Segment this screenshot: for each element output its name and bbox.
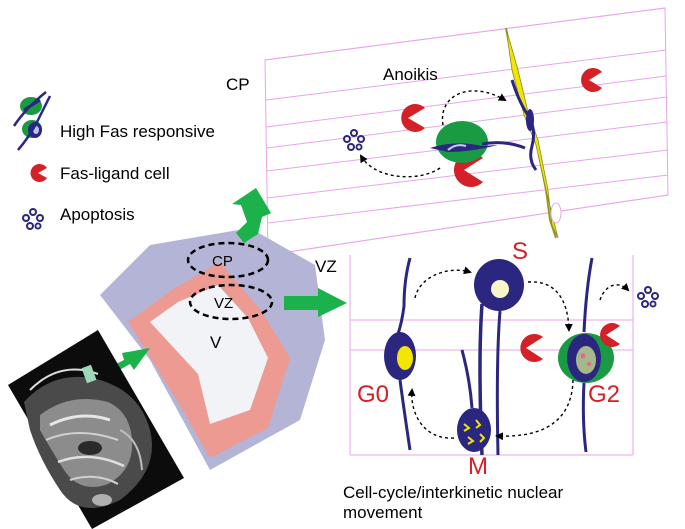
radial-glia-fiber xyxy=(505,27,562,239)
phase-g2-label: G2 xyxy=(588,381,620,408)
phase-g0-label: G0 xyxy=(357,381,389,408)
brain-cp-label: CP xyxy=(212,253,233,270)
brain-cp-region-outline xyxy=(186,241,270,279)
g2-to-apoptosis-arrow xyxy=(599,282,630,301)
cycle-arrow-g0-to-s xyxy=(414,266,472,299)
phase-m-label: M xyxy=(468,453,488,480)
anoikis-arrow-top xyxy=(441,90,507,126)
phase-s-label: S xyxy=(512,238,528,265)
fas-ligand-cell xyxy=(401,104,425,133)
legend-fas-ligand-label: Fas-ligand cell xyxy=(60,164,170,183)
arrow-to-vz-panel xyxy=(284,288,347,317)
arrow-to-cp-panel xyxy=(232,188,271,243)
legend-high-fas-label: High Fas responsive xyxy=(60,122,215,141)
brain-schematic: CP VZ V xyxy=(100,228,325,470)
cycle-arrow-s-to-g2 xyxy=(527,281,573,332)
legend: High Fas responsive Fas-ligand cell Apop… xyxy=(12,91,215,230)
fas-ligand-cell xyxy=(520,334,543,362)
high-fas-cell xyxy=(430,121,526,163)
g0-cell xyxy=(384,257,416,451)
g2-cell xyxy=(558,257,614,453)
fas-ligand-icon xyxy=(30,164,47,182)
anoikis-title: Anoikis xyxy=(383,65,438,84)
cycle-arrow-m-to-g0 xyxy=(407,388,455,439)
anoikis-arrow-bottom xyxy=(359,154,441,178)
apoptotic-cell xyxy=(637,286,659,308)
vz-zone-label: VZ xyxy=(315,257,337,276)
cp-panel: CP Anoikis xyxy=(226,7,669,256)
cycle-arrow-g2-to-m xyxy=(495,379,574,441)
fas-ligand-cell xyxy=(581,68,602,93)
brain-vz-region-outline xyxy=(188,283,274,321)
vz-panel: VZ G0 S M xyxy=(315,238,659,522)
brain-v-label: V xyxy=(210,333,222,352)
fas-ligand-cell xyxy=(600,322,620,347)
high-fas-cell-icon xyxy=(12,91,52,151)
brain-vz-label: VZ xyxy=(214,295,233,312)
mri-section-image xyxy=(8,330,184,529)
legend-apoptosis-label: Apoptosis xyxy=(60,205,135,224)
apoptosis-icon xyxy=(22,208,44,230)
cp-zone-label: CP xyxy=(226,75,250,94)
caption-line-1: Cell-cycle/interkinetic nuclear xyxy=(343,483,563,502)
m-cell xyxy=(457,349,491,452)
caption-line-2: movement xyxy=(343,503,423,522)
